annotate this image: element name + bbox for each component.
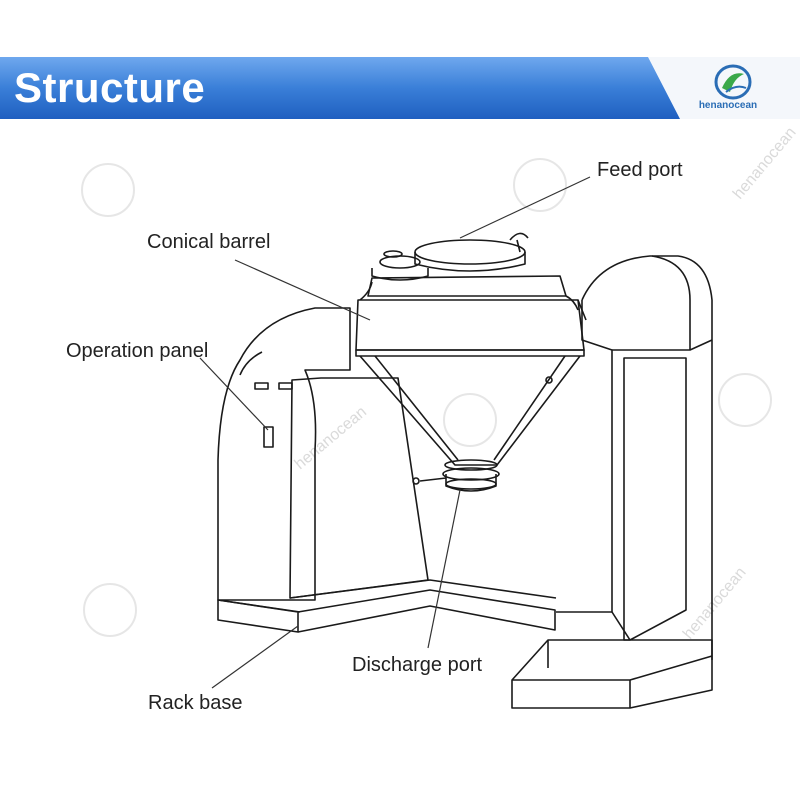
label-feed-port: Feed port [597,159,683,181]
watermark-text: henanocean [730,124,800,202]
conical-barrel [355,275,587,466]
label-discharge-port: Discharge port [352,654,483,676]
label-conical-barrel: Conical barrel [147,231,271,253]
logo-text: henanocean [698,100,758,111]
feed-port [371,232,529,281]
label-operation-panel: Operation panel [66,340,209,362]
rack-base [217,579,557,633]
watermark [81,158,772,637]
page-title: Structure [14,64,206,111]
label-rack-base: Rack base [148,692,243,714]
watermark-text: henanocean [292,403,370,473]
leader-lines [199,176,591,689]
company-logo-icon [714,64,752,100]
watermark-text: henanocean [680,564,750,642]
right-frame [511,255,713,709]
discharge-port [412,459,500,492]
left-frame [217,307,429,613]
